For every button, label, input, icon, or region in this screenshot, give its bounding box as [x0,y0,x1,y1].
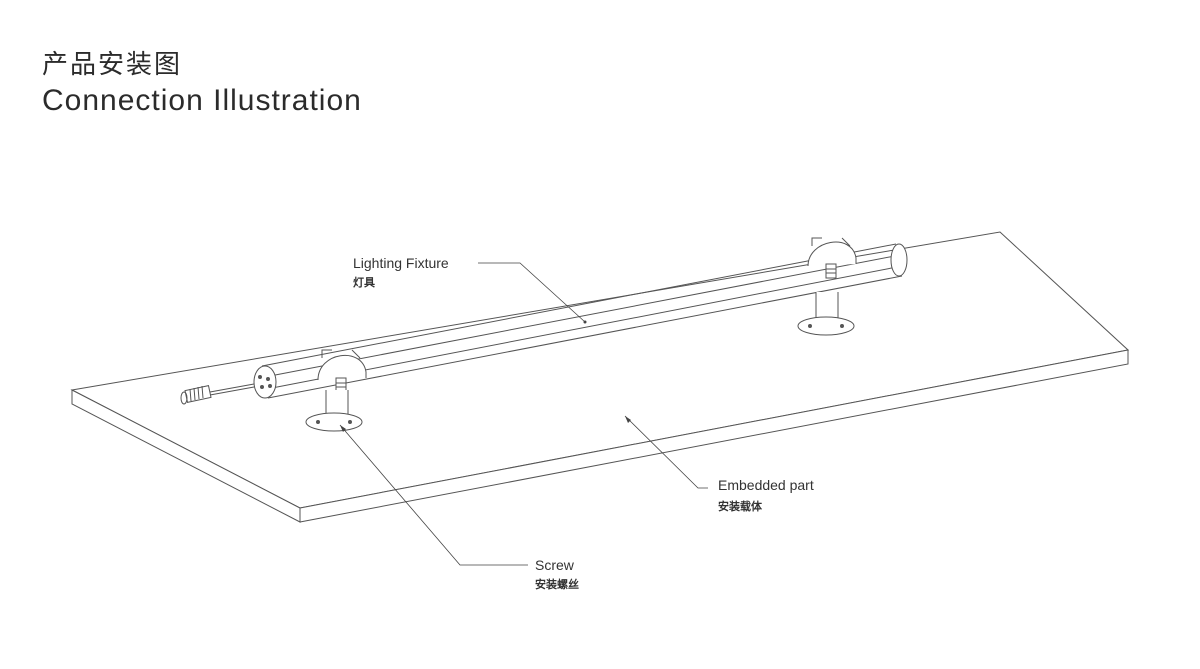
screw-leader-line [339,424,528,566]
embedded-leader-arrow [625,416,631,423]
label-screw-en: Screw [535,557,575,573]
fixture-leader-line [478,262,586,323]
label-fixture-en: Lighting Fixture [353,255,449,271]
label-embedded-cn: 安装载体 [718,499,763,513]
page-title-cn: 产品安装图 [42,50,183,80]
label-screw-cn: 安装螺丝 [535,577,579,591]
label-embedded-en: Embedded part [718,477,814,493]
screw-leader-arrow [340,425,346,432]
left-mounting-bracket [305,349,367,432]
page-title-en: Connection Illustration [42,84,362,118]
embedded-board [70,231,1130,523]
title-block: 产品安装图 Connection Illustration [42,50,362,119]
embedded-leader-line [624,415,708,489]
label-fixture-cn: 灯具 [353,275,375,289]
right-mounting-bracket [797,237,857,336]
fixture-leader-arrow [583,320,587,324]
lighting-fixture-tube [253,243,908,399]
power-cable-connector [180,383,255,405]
